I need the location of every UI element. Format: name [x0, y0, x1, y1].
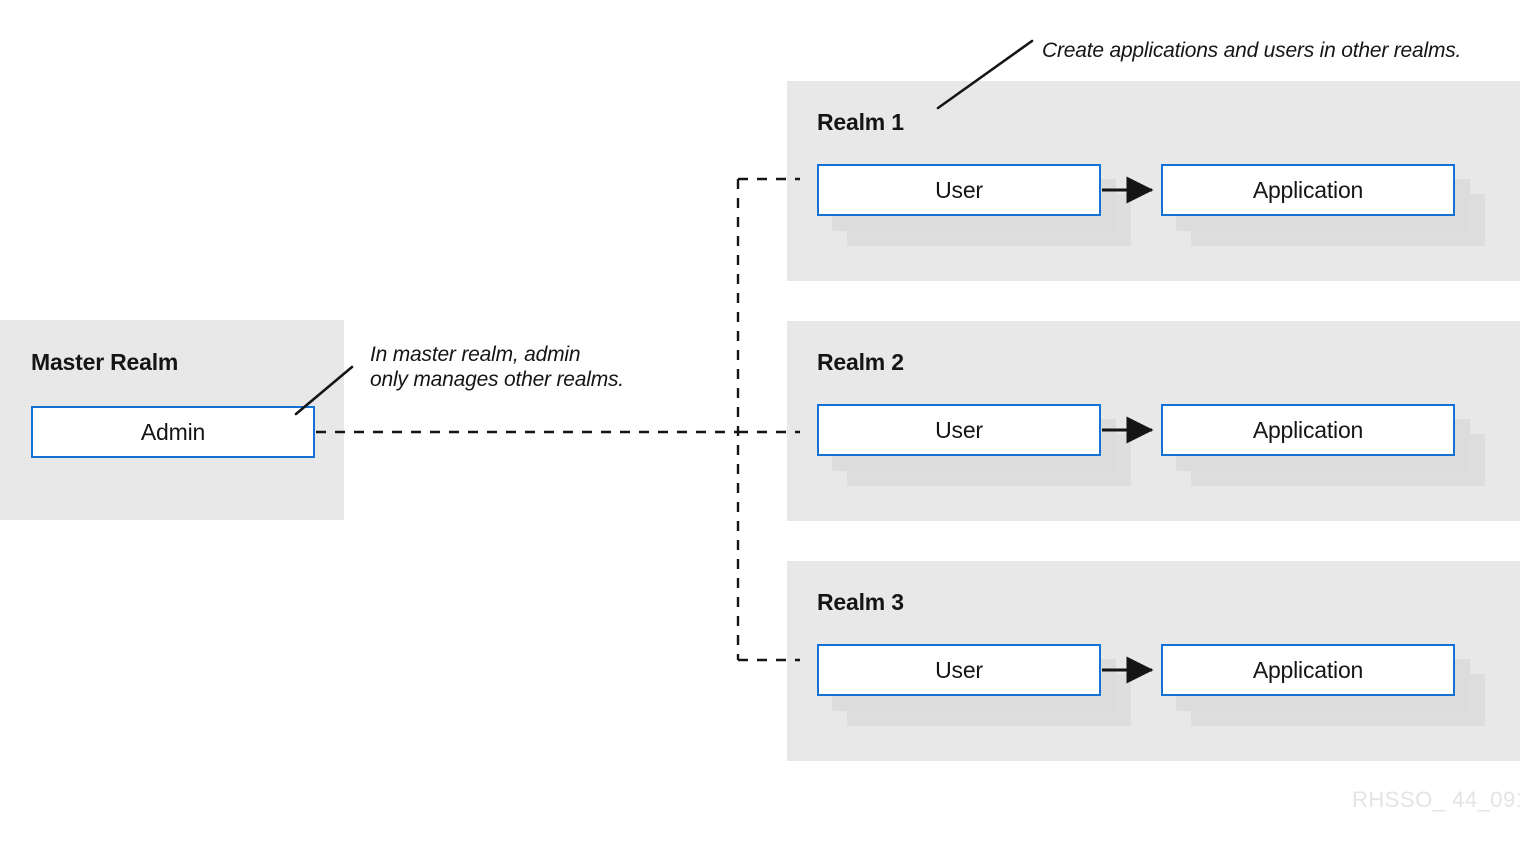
realm-3-user-label: User [935, 656, 983, 683]
realm-1-title: Realm 1 [817, 109, 904, 135]
realm-2-user-box[interactable]: User [817, 404, 1131, 486]
realm-3-user-box[interactable]: User [817, 644, 1131, 726]
realm-2-title: Realm 2 [817, 349, 904, 375]
master-realm-title: Master Realm [31, 349, 179, 375]
realm-1-user-label: User [935, 176, 983, 203]
admin-box[interactable]: Admin [31, 406, 315, 458]
realms-annotation: Create applications and users in other r… [1042, 39, 1462, 62]
realm-3-application-label: Application [1252, 656, 1364, 683]
realm-3-title: Realm 3 [817, 589, 904, 615]
admin-to-realms-connector [316, 177, 800, 662]
realm-3-application-box[interactable]: Application [1161, 644, 1485, 726]
realm-1-application-box[interactable]: Application [1161, 164, 1485, 246]
realm-2-user-label: User [935, 416, 983, 443]
realm-1-application-label: Application [1252, 176, 1364, 203]
master-realm-annotation: In master realm, admin only manages othe… [370, 343, 624, 391]
image-id-watermark: RHSSO_ 44_0919 [1352, 787, 1520, 812]
realm-2-application-label: Application [1252, 416, 1364, 443]
realm-1-user-box[interactable]: User [817, 164, 1131, 246]
admin-box-label: Admin [140, 418, 206, 445]
realm-2-application-box[interactable]: Application [1161, 404, 1485, 486]
